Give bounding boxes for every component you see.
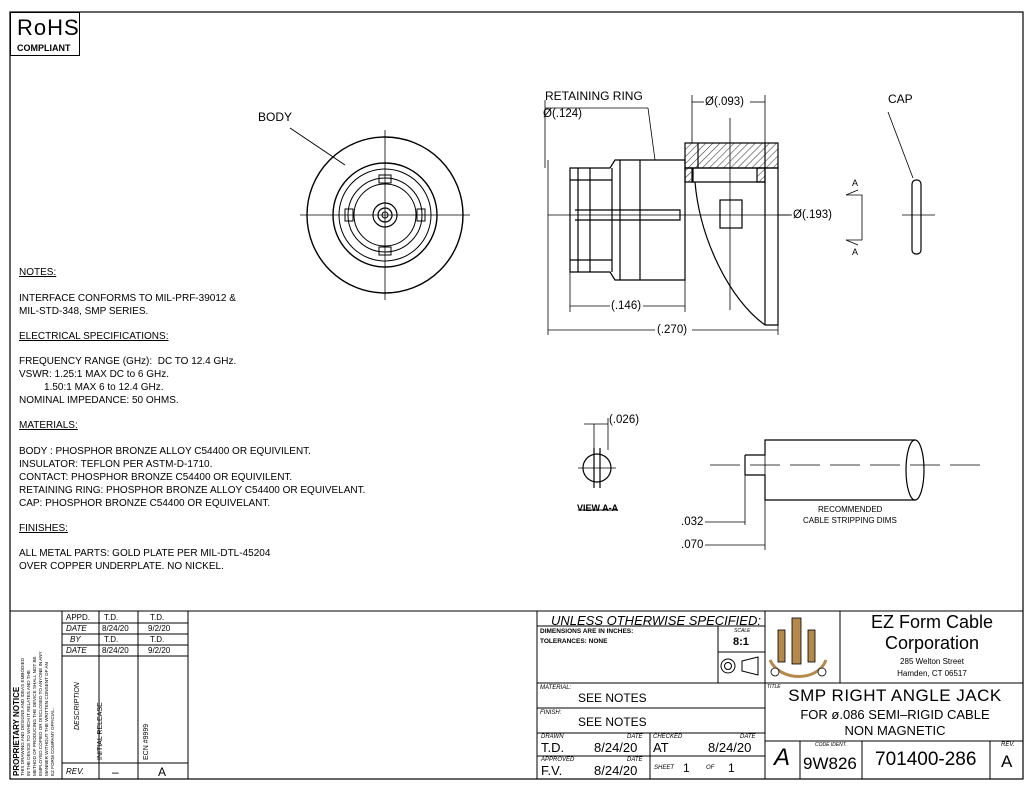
finishes-text: ALL METAL PARTS: GOLD PLATE PER MIL-DTL-… (19, 548, 271, 572)
stripping-dims-label: CABLE STRIPPING DIMS (803, 516, 897, 525)
dim-026: (.026) (609, 414, 640, 426)
rev1-appd: T.D. (104, 613, 119, 622)
approved-date: 8/24/20 (594, 763, 638, 778)
drawn-date-label: DATE (627, 734, 643, 740)
dim-070: .070 (681, 539, 704, 551)
drawing-title-line1: SMP RIGHT ANGLE JACK (788, 686, 1002, 705)
description-label: DESCRIPTION (74, 682, 81, 730)
dim-093: Ø(.093) (705, 96, 744, 108)
retaining-ring-label: RETAINING RING (545, 89, 643, 103)
company-logo (768, 617, 828, 678)
cable-stripping-view (705, 439, 990, 550)
drawn-date: 8/24/20 (594, 740, 638, 755)
checked-date: 8/24/20 (708, 740, 752, 755)
rev-value: A (1001, 752, 1013, 771)
materials-heading: MATERIALS: (19, 420, 78, 431)
rev1-rev: – (112, 765, 119, 779)
sheet-value: 1 (683, 761, 690, 775)
title-label: TITLE (767, 684, 781, 690)
cap-label: CAP (888, 92, 913, 106)
dims-in-inches: DIMENSIONS ARE IN INCHES: (540, 628, 634, 635)
rev-label-table: REV. (66, 767, 85, 776)
rev2-description: ECN #9999 (143, 723, 150, 760)
date-label-2: DATE (66, 646, 87, 655)
rev1-date1: 8/24/20 (102, 624, 129, 633)
sheet-border (9, 11, 1024, 780)
drawn-value: T.D. (541, 740, 565, 755)
body-end-view (289, 127, 470, 300)
material-value: SEE NOTES (578, 691, 647, 705)
rev2-date2: 9/2/20 (148, 646, 171, 655)
projection-symbol (720, 656, 759, 676)
title-block-grid (10, 610, 1023, 779)
company-address-1: 285 Welton Street (900, 657, 964, 666)
recommended-label: RECOMMENDED (818, 505, 883, 514)
code-ident-label: CODE IDENT. (815, 742, 847, 748)
finish-label: FINISH: (540, 710, 562, 716)
scale-value: 8:1 (733, 636, 749, 648)
code-ident-value: 9W826 (803, 754, 857, 773)
connector-side-view (548, 118, 790, 326)
rohs-label: RoHS (17, 15, 80, 40)
notes-interface: INTERFACE CONFORMS TO MIL-PRF-39012 & MI… (19, 293, 236, 317)
rev2-by: T.D. (150, 635, 165, 644)
rev1-by: T.D. (104, 635, 119, 644)
approved-label: APPROVED (541, 757, 575, 763)
view-aa-label: VIEW A-A (577, 503, 619, 513)
section-a-bottom: A (852, 247, 859, 257)
finish-value: SEE NOTES (578, 715, 647, 729)
approved-value: F.V. (541, 763, 563, 778)
size-value: A (774, 744, 791, 771)
rev1-date2: 8/24/20 (102, 646, 129, 655)
part-number: 701400-286 (875, 749, 977, 770)
sheet-label: SHEET (654, 765, 675, 771)
checked-date-label: DATE (740, 734, 756, 740)
date-label-1: DATE (66, 624, 87, 633)
appd-label: APPD. (66, 613, 91, 622)
by-label: BY (70, 635, 81, 644)
cap-side-view (902, 179, 935, 255)
rohs-badge: RoHS COMPLIANT (10, 12, 80, 56)
proprietary-text: THIS DRAWING AND DESIGNS AND IDEAS EMBOD… (20, 651, 55, 776)
rev2-date1: 9/2/20 (148, 624, 171, 633)
material-label: MATERIAL: (540, 685, 572, 691)
rohs-compliant-label: COMPLIANT (17, 43, 71, 53)
rev-label: REV. (1001, 742, 1015, 748)
dim-146: (.146) (611, 300, 642, 312)
body-label: BODY (258, 110, 293, 124)
of-label: OF (706, 765, 715, 771)
approved-date-label: DATE (627, 757, 643, 763)
view-aa (578, 418, 618, 511)
materials-list: BODY : PHOSPHOR BRONZE ALLOY C54400 OR E… (19, 446, 366, 509)
notes-heading: NOTES: (19, 267, 57, 278)
sheets-value: 1 (728, 761, 735, 775)
drawn-label: DRAWN (541, 734, 564, 740)
dim-270: (.270) (657, 324, 688, 336)
rev2-rev: A (158, 765, 167, 779)
dim-193: Ø(.193) (793, 209, 832, 221)
section-a-top: A (852, 178, 859, 188)
checked-label: CHECKED (653, 734, 683, 740)
drawing-title-line3: NON MAGNETIC (844, 723, 946, 738)
unless-specified: UNLESS OTHERWISE SPECIFIED: (551, 613, 761, 628)
electrical-specs: FREQUENCY RANGE (GHz): DC TO 12.4 GHz. V… (19, 356, 237, 406)
rev1-description: INITIAL RELEASE (97, 702, 104, 760)
dim-124: Ø(.124) (543, 108, 582, 120)
scale-label: SCALE (734, 628, 751, 634)
checked-value: AT (653, 740, 669, 755)
electrical-heading: ELECTRICAL SPECIFICATIONS: (19, 331, 169, 342)
company-name: EZ Form Cable Corporation (870, 612, 994, 653)
dim-032: .032 (681, 516, 704, 528)
side-dimension-lines (544, 95, 914, 335)
company-address-2: Hamden, CT 06517 (897, 669, 967, 678)
drawing-title-line2: FOR ø.086 SEMI–RIGID CABLE (800, 707, 990, 722)
rev2-appd: T.D. (150, 613, 165, 622)
finishes-heading: FINISHES: (19, 523, 68, 534)
tolerances: TOLERANCES: NONE (540, 638, 608, 645)
